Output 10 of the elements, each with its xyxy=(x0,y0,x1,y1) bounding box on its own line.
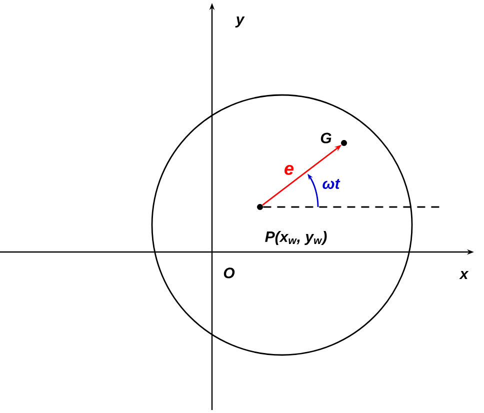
origin-label: O xyxy=(224,268,235,278)
angle-label: ωt xyxy=(322,179,340,189)
point-label: G xyxy=(320,132,332,144)
point xyxy=(257,204,263,210)
axis-label: y xyxy=(235,16,245,28)
point-label: P(x$_{w}$, y$_{w}$) xyxy=(265,231,327,245)
axis-label: x xyxy=(459,271,469,279)
edge-label: e xyxy=(284,165,294,175)
dashed-line xyxy=(263,206,440,208)
point xyxy=(341,140,347,146)
